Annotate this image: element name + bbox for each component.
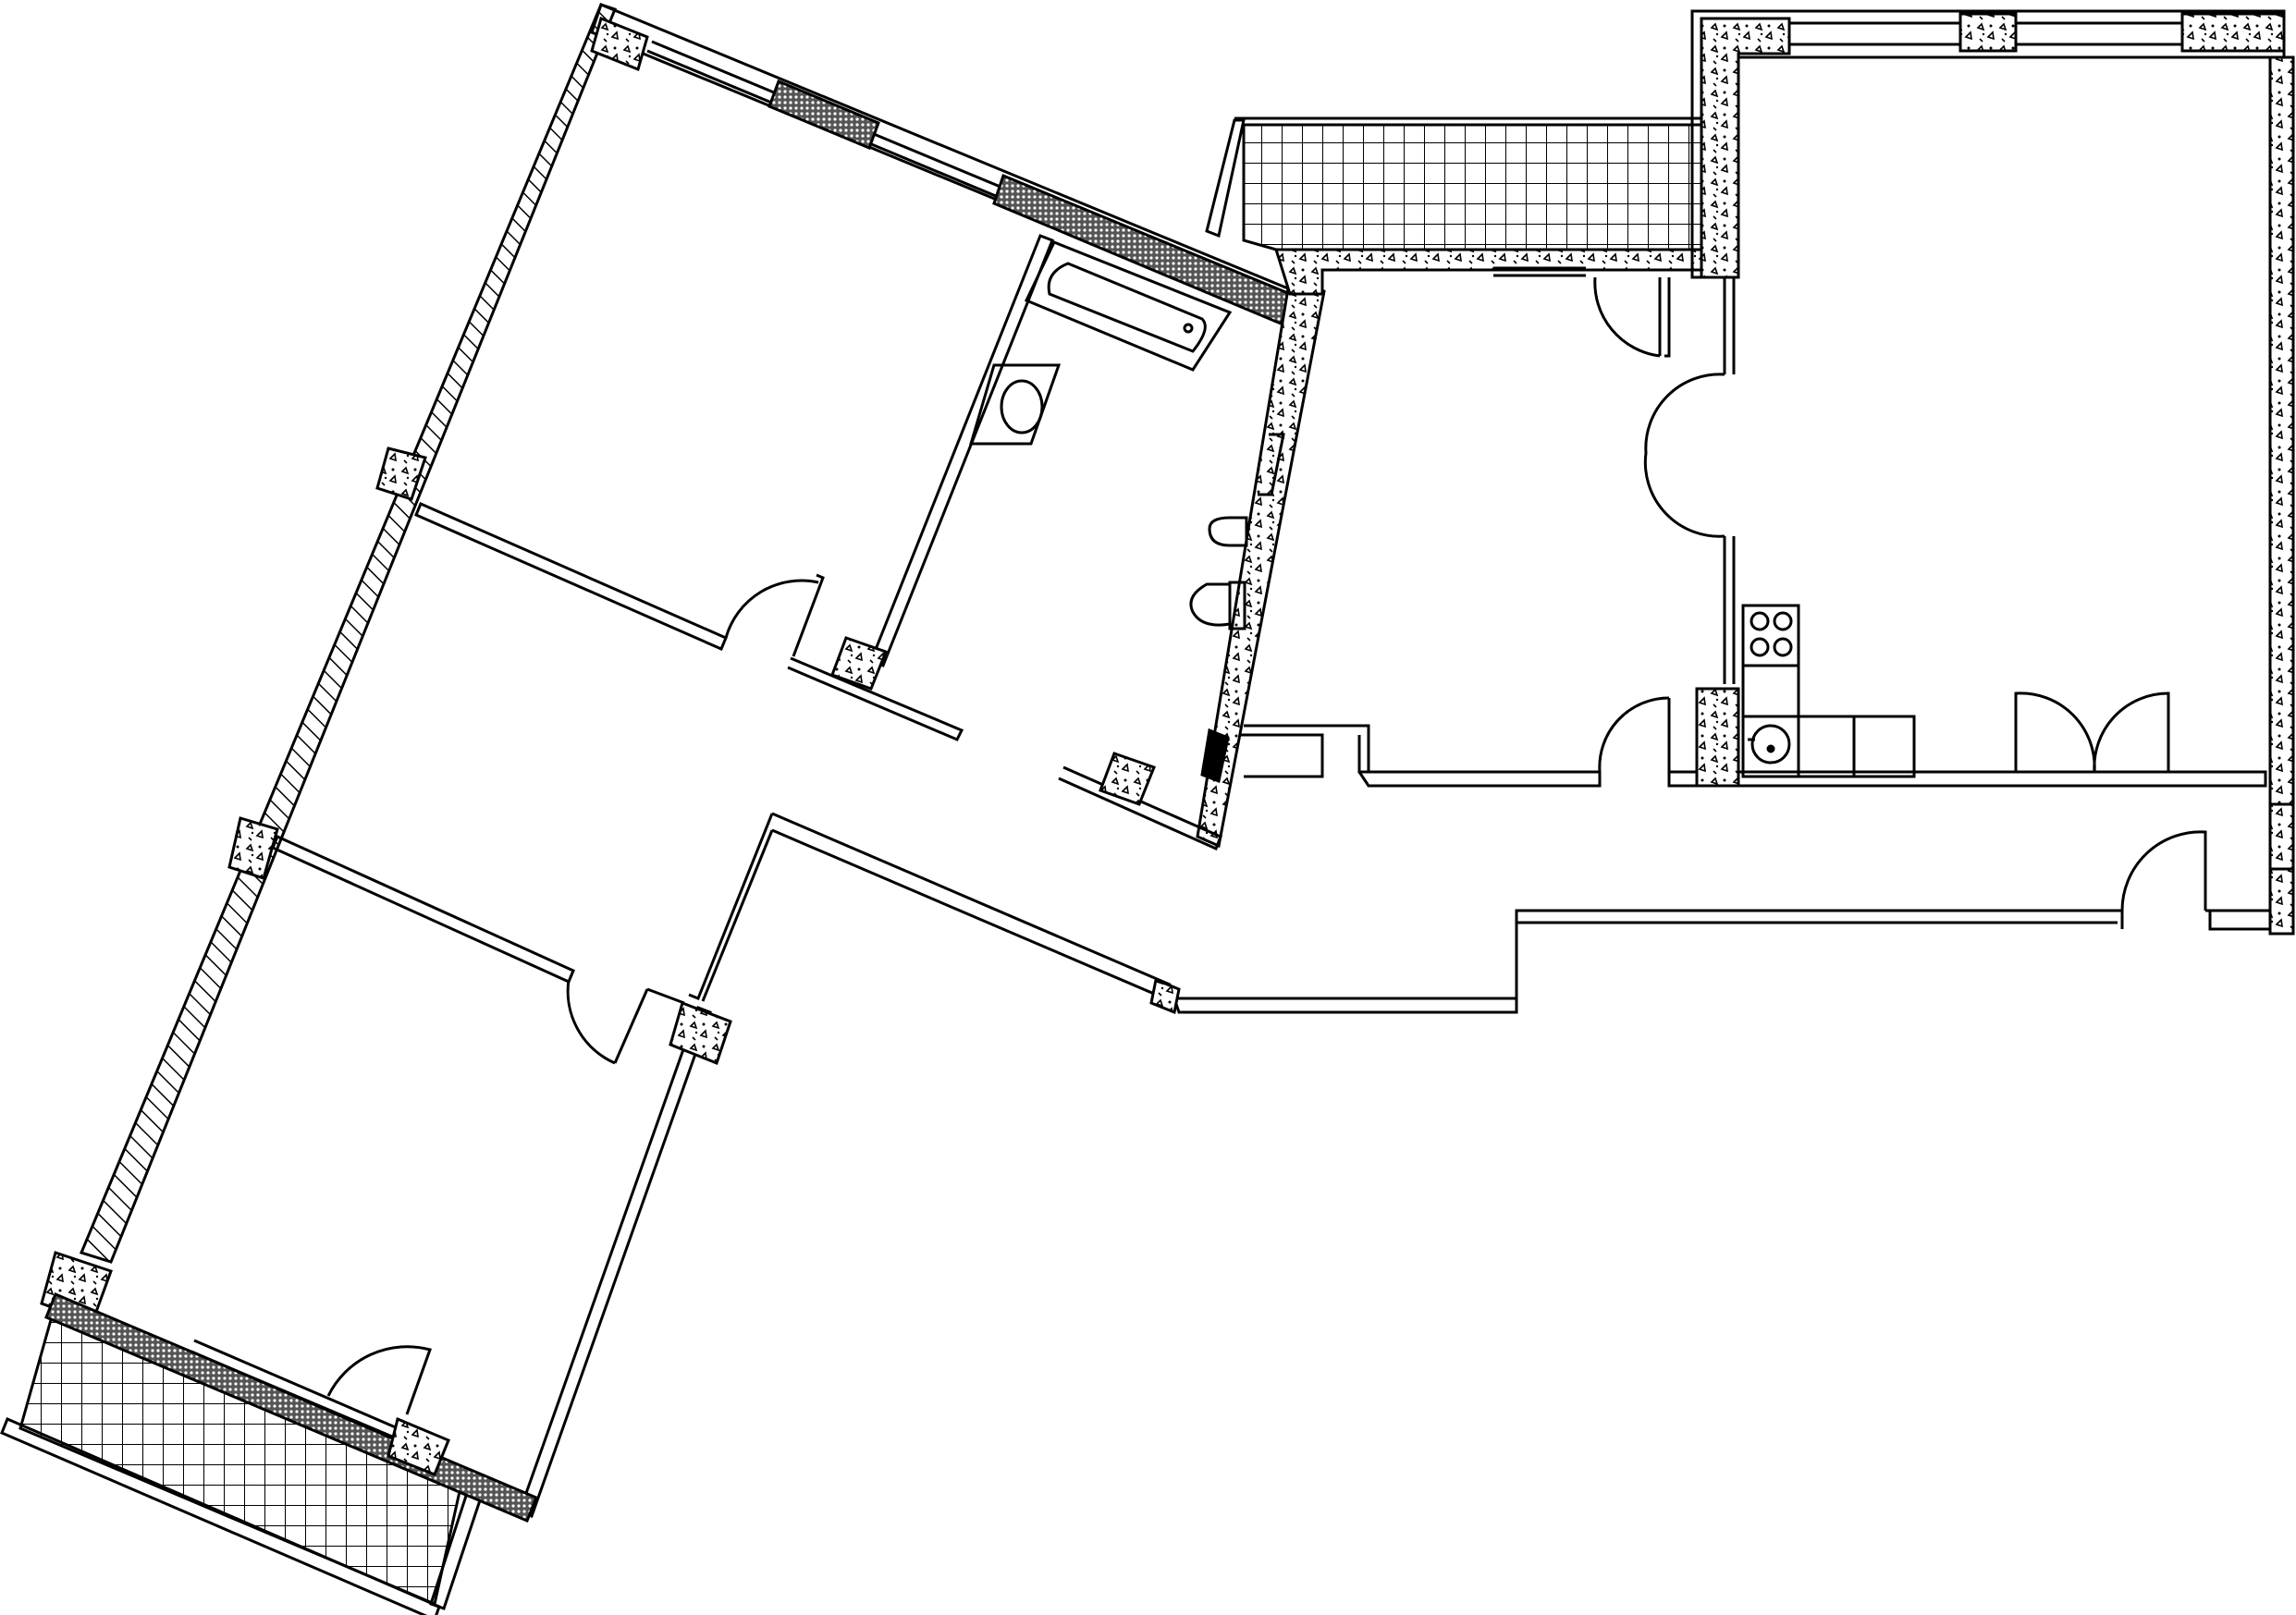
corridor-outline [771,812,2124,1014]
wall-hall-left [787,656,964,741]
wall-right-window [2270,802,2295,871]
wall-segment-dotted-2 [992,173,1297,325]
door-mid-room[interactable] [1593,276,1661,358]
exterior-wall-right [2268,55,2295,936]
exterior-wall-left [79,3,617,1264]
concrete-column-1 [590,16,649,72]
wall-bedroom-2-right [518,1006,712,1518]
partition-bedroom-2 [271,834,575,985]
shaft-block [1200,728,1230,784]
door-double-bottom[interactable] [2014,691,2170,773]
door-jamb-bedroom-2 [613,988,649,1064]
column-bedroom-1 [375,447,427,501]
wall-mid-bottom-2 [1357,770,1602,788]
balcony-bottom-railing [0,1417,441,1615]
door-bedroom-2[interactable] [566,979,616,1065]
stove [1741,604,1800,667]
partition-stub [646,987,685,1005]
bathtub [1024,240,1233,372]
kitchen-sink [1748,724,1791,765]
bidet [1208,516,1248,547]
window-bottom-1 [193,1339,399,1430]
column-top-right [2180,12,2286,53]
partition-hall-top [1664,277,1671,358]
window-bottom-2 [190,1350,396,1441]
column-hall [1099,752,1156,806]
wall-mid-top [1273,248,1703,296]
corner-column-top-left [1700,17,1791,279]
door-mid-room-bottom[interactable] [1598,696,1670,773]
sink-bathroom [968,363,1062,446]
corridor-left-wall [688,813,774,1000]
toilet [1189,581,1246,630]
column-top-mid [1958,12,2018,53]
wall-mid-bottom [1244,724,1370,774]
door-entrance[interactable] [2120,830,2207,911]
wall-mid-left-lower [1239,733,1324,778]
bathroom-wall-left [869,234,1054,667]
door-jamb-bathroom [792,573,825,657]
kitchen-column [1695,687,1740,788]
balcony-top [1242,123,1703,251]
corridor-left-wall-b [701,829,774,1002]
column-bottom [387,1416,450,1476]
wall-segment-dotted-1 [767,80,880,150]
balcony-top-railing [1205,118,1246,239]
door-bedroom-1[interactable] [724,579,819,639]
column-bathroom [830,636,888,691]
column-bedroom-2-right [669,1001,732,1065]
entrance-jamb [2208,911,2270,931]
corridor-outline-inner-2 [1173,921,2118,1012]
partition-bedroom-1 [414,502,728,651]
wall-hall-right [1058,765,1222,851]
window-bottom-clear [192,1341,399,1437]
towel-rail [1258,433,1285,496]
kitchen-counter [1741,664,1916,778]
column-corridor [1149,977,1181,1015]
door-double-kitchen[interactable] [1643,373,1725,538]
corridor-outline-inner [771,828,1174,1005]
kitchen-bottom-wall [1667,770,2267,788]
column-bedroom-2 [227,816,279,880]
door-balcony-bottom[interactable] [326,1345,432,1415]
